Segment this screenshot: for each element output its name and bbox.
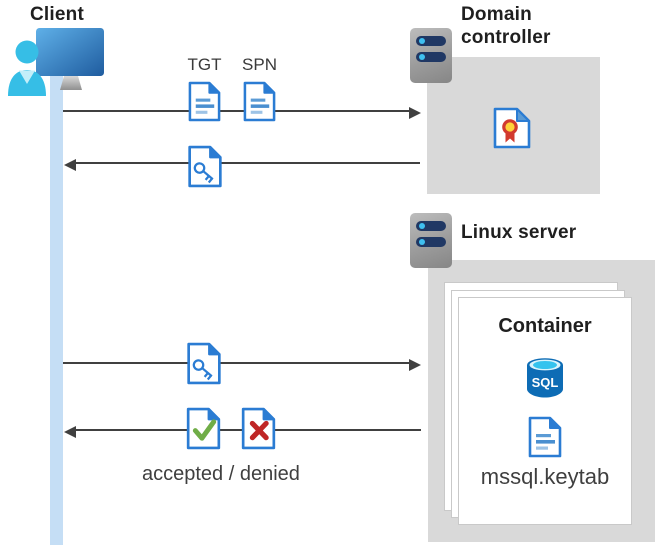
- server-bar: [416, 52, 446, 62]
- container-card: Container SQL mssql.keytab: [458, 297, 632, 525]
- keytab-filename: mssql.keytab: [480, 464, 610, 489]
- arrow-client-to-linux-server: [63, 359, 421, 371]
- keytab-document-icon: [528, 416, 562, 458]
- server-bar: [416, 36, 446, 46]
- server-icon: [410, 213, 452, 268]
- monitor-screen: [36, 28, 104, 76]
- client-label: Client: [30, 4, 84, 25]
- ribbon-tail: [505, 132, 515, 143]
- key-document-icon: [187, 342, 221, 385]
- server-bar: [416, 221, 446, 231]
- spn-label: SPN: [242, 55, 277, 74]
- server-led: [419, 239, 425, 245]
- monitor-stand: [60, 76, 82, 90]
- denied-document-icon: [241, 407, 276, 450]
- accepted-document-icon: [186, 407, 221, 450]
- spn-document-icon: [243, 81, 276, 122]
- tgt-label: TGT: [187, 55, 222, 74]
- key-document-icon: [188, 145, 222, 188]
- accepted-denied-caption: accepted / denied: [142, 463, 300, 485]
- sql-database-icon: SQL: [527, 358, 563, 398]
- server-led: [419, 223, 425, 229]
- server-led: [419, 54, 425, 60]
- person-collar: [19, 70, 35, 84]
- server-led: [419, 38, 425, 44]
- linux-server-label: Linux server: [461, 222, 577, 243]
- person-at-monitor-icon: [8, 28, 104, 96]
- container-title: Container: [498, 315, 592, 337]
- ribbon-seal: [502, 119, 518, 135]
- client-timeline-line: [50, 72, 63, 545]
- arrow-domain-controller-to-client: [64, 159, 420, 171]
- sql-icon-label: SQL: [532, 375, 559, 390]
- arrow-client-to-domain-controller: [63, 107, 421, 119]
- server-bar: [416, 237, 446, 247]
- certificate-icon: [493, 107, 531, 149]
- person-head: [15, 40, 39, 64]
- server-icon: [410, 28, 452, 83]
- domain-controller-label: Domain controller: [461, 4, 551, 48]
- tgt-document-icon: [188, 81, 221, 122]
